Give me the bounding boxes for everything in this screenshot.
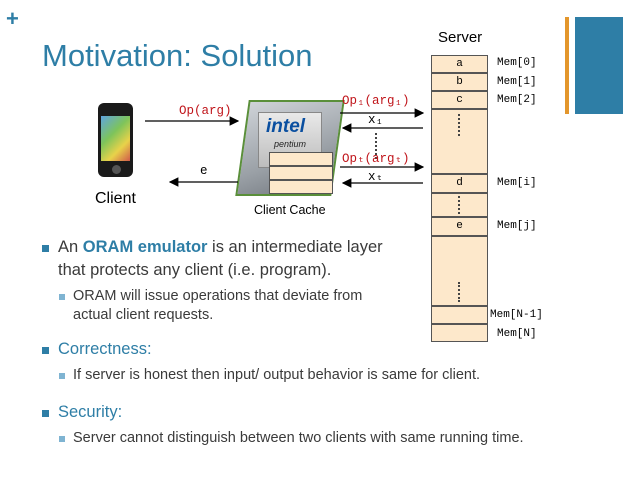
memory-cell-n bbox=[431, 324, 488, 342]
plus-logo: + bbox=[6, 6, 19, 31]
phone-screen bbox=[101, 116, 130, 161]
bullet-oram: An ORAM emulator is an intermediate laye… bbox=[58, 236, 383, 258]
accent-bar-blue bbox=[575, 17, 623, 114]
sub-bullet-oram-line2: actual client requests. bbox=[73, 307, 214, 323]
slide-title: Motivation: Solution bbox=[42, 38, 313, 73]
cache-slot-2 bbox=[269, 166, 333, 180]
sub-bullet-marker bbox=[59, 436, 65, 442]
mem-label-i: Mem[i] bbox=[497, 177, 537, 189]
sub-bullet-oram-line1: ORAM will issue operations that deviate … bbox=[73, 288, 363, 304]
ellipsis-dots bbox=[458, 282, 460, 302]
ellipsis-dots bbox=[458, 114, 460, 136]
bullet-oram-pre: An bbox=[58, 238, 83, 256]
cache-slot-1 bbox=[269, 152, 333, 166]
opt-label: Opₜ(argₜ) bbox=[342, 152, 410, 166]
mem-label-j: Mem[j] bbox=[497, 220, 537, 232]
mem-label-2: Mem[2] bbox=[497, 94, 537, 106]
memory-cell-n-1 bbox=[431, 306, 488, 324]
xt-label: xₜ bbox=[368, 170, 384, 184]
x1-label: x₁ bbox=[368, 113, 384, 127]
mem-label-n-1: Mem[N-1] bbox=[490, 309, 543, 321]
phone-home-button bbox=[112, 165, 121, 174]
server-label: Server bbox=[438, 29, 483, 46]
intel-logo: intel bbox=[266, 116, 306, 137]
pentium-label: pentium bbox=[274, 139, 307, 149]
op1-label: Op₁(arg₁) bbox=[342, 94, 410, 108]
mem-label-n: Mem[N] bbox=[497, 328, 537, 340]
bullet-security: Security: bbox=[58, 403, 123, 421]
bullet-marker bbox=[42, 245, 49, 252]
bullet-oram-line2: that protects any client (i.e. program). bbox=[58, 261, 332, 279]
sub-bullet-marker bbox=[59, 294, 65, 300]
memory-cell-d: d bbox=[431, 174, 488, 193]
accent-bar-orange bbox=[565, 17, 569, 114]
sub-bullet-correctness: If server is honest then input/ output b… bbox=[73, 367, 481, 383]
bullet-correctness: Correctness: bbox=[58, 340, 152, 358]
oram-emulator-highlight: ORAM emulator bbox=[82, 238, 208, 256]
sub-bullet-security: Server cannot distinguish between two cl… bbox=[73, 430, 524, 446]
memory-cell-b: b bbox=[431, 73, 488, 91]
bullet-marker bbox=[42, 410, 49, 417]
memory-cell-a: a bbox=[431, 55, 488, 73]
cache-slot-3 bbox=[269, 180, 333, 194]
bullet-marker bbox=[42, 347, 49, 354]
client-label: Client bbox=[95, 190, 136, 207]
memory-cell-e: e bbox=[431, 217, 488, 236]
ellipsis-dots bbox=[458, 196, 460, 214]
sub-bullet-marker bbox=[59, 373, 65, 379]
e-label: e bbox=[200, 164, 208, 178]
mem-label-0: Mem[0] bbox=[497, 57, 537, 69]
memory-cell-c: c bbox=[431, 91, 488, 109]
cache-label: Client Cache bbox=[254, 203, 326, 217]
op-label: Op(arg) bbox=[179, 104, 232, 118]
mem-label-1: Mem[1] bbox=[497, 76, 537, 88]
bullet-oram-post: is an intermediate layer bbox=[207, 238, 383, 256]
